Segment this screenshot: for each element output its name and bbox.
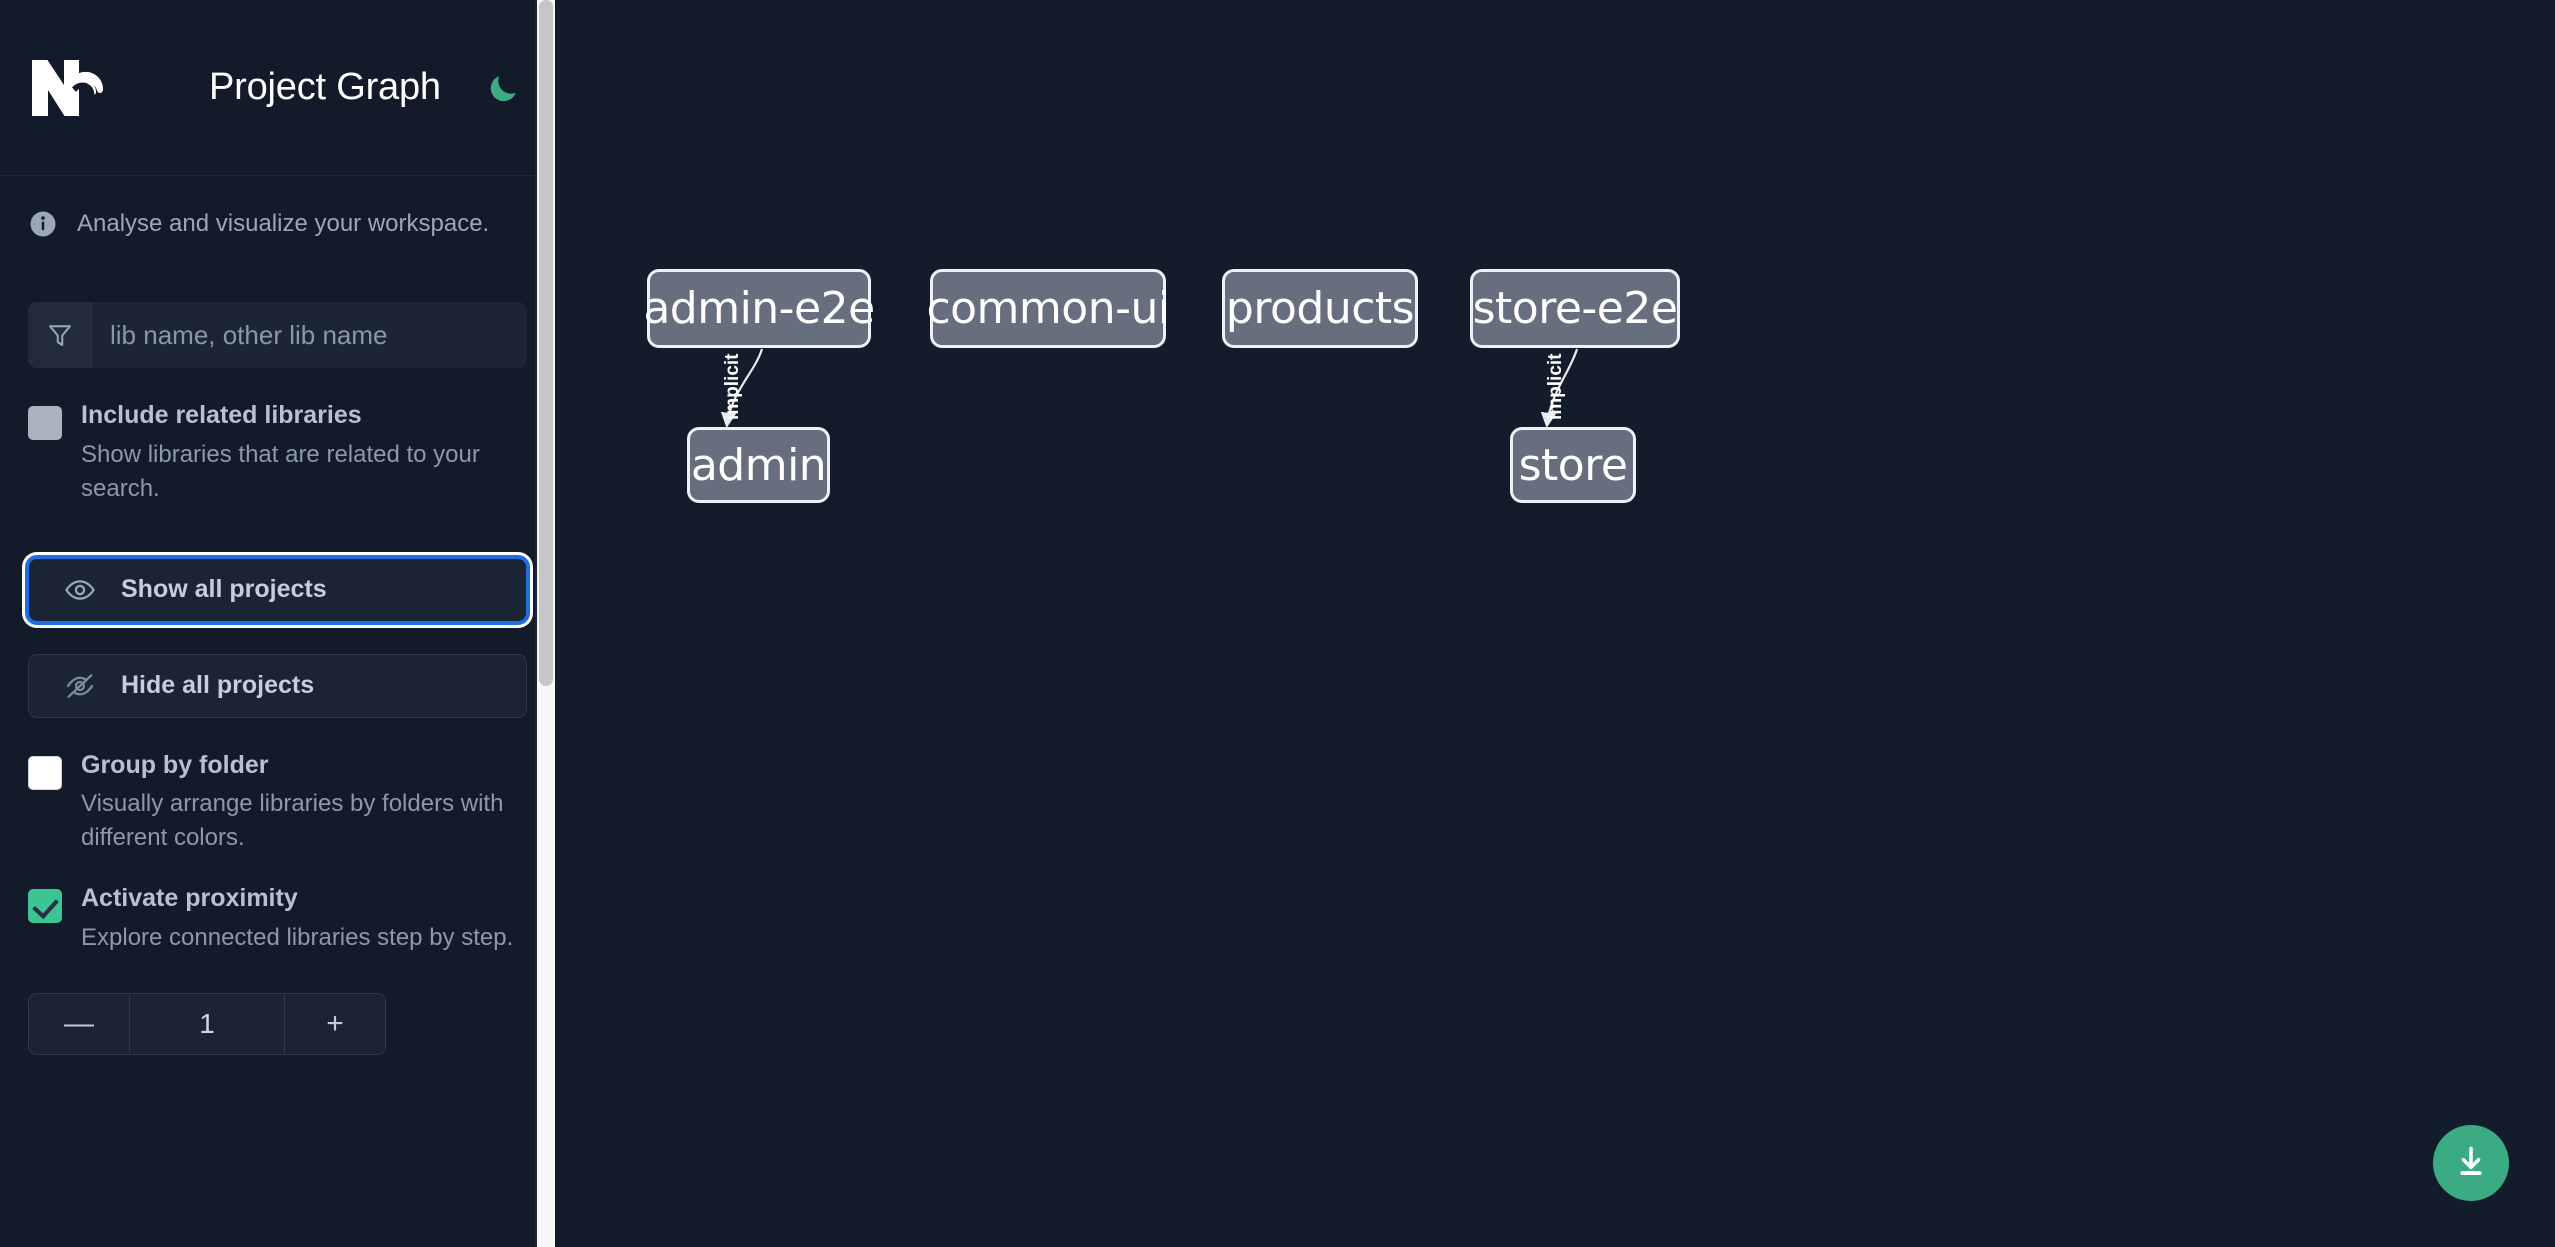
- include-related-libraries-description: Show libraries that are related to your …: [81, 440, 480, 502]
- show-all-projects-button[interactable]: Show all projects: [28, 557, 527, 622]
- activate-proximity-label: Activate proximity: [81, 884, 298, 913]
- sidebar-scrollbar[interactable]: [537, 0, 555, 1247]
- tagline-text: Analyse and visualize your workspace.: [77, 210, 490, 237]
- eye-off-icon: [63, 669, 97, 703]
- graph-node-admin[interactable]: admin: [687, 427, 830, 503]
- node-label: admin-e2e: [643, 283, 875, 334]
- quantity-stepper[interactable]: — 1 +: [28, 992, 386, 1055]
- graph-canvas[interactable]: admin-e2e common-ui products store-e2e a…: [555, 0, 2555, 1247]
- sidebar-divider: [535, 0, 537, 1247]
- eye-icon: [63, 573, 97, 607]
- hide-all-projects-button[interactable]: Hide all projects: [28, 653, 527, 718]
- nx-logo-icon: [28, 54, 124, 122]
- option-activate-proximity[interactable]: Activate proximity Explore connected lib…: [0, 885, 555, 955]
- node-label: store: [1518, 439, 1628, 491]
- graph-node-store-e2e[interactable]: store-e2e: [1470, 269, 1680, 348]
- activate-proximity-description: Explore connected libraries step by step…: [81, 923, 514, 951]
- info-icon: [28, 209, 58, 239]
- show-all-projects-label: Show all projects: [121, 575, 327, 604]
- project-visibility-buttons: Show all projects Hide all projects: [0, 557, 555, 718]
- stepper-decrement-button[interactable]: —: [29, 993, 130, 1054]
- download-button[interactable]: [2433, 1125, 2509, 1201]
- proximity-stepper-wrap: — 1 +: [0, 992, 555, 1055]
- node-label: products: [1225, 283, 1415, 334]
- sidebar-scrollbar-thumb[interactable]: [539, 0, 553, 686]
- activate-proximity-checkbox[interactable]: [28, 889, 62, 924]
- group-by-folder-checkbox[interactable]: [28, 755, 62, 790]
- search-input[interactable]: [92, 302, 527, 368]
- option-include-related-libraries[interactable]: Include related libraries Show libraries…: [0, 401, 555, 506]
- page-title: Project Graph: [209, 66, 441, 108]
- edge-label-store-implicit: implicit: [1545, 353, 1566, 420]
- sidebar-header: Project Graph: [0, 0, 555, 176]
- graph-node-products[interactable]: products: [1222, 269, 1418, 348]
- include-related-libraries-label: Include related libraries: [81, 401, 362, 429]
- stepper-increment-button[interactable]: +: [284, 993, 385, 1054]
- include-related-libraries-checkbox[interactable]: [28, 406, 62, 440]
- graph-edges: [720, 348, 1579, 429]
- moon-icon[interactable]: [481, 66, 525, 110]
- filter-row: [0, 302, 555, 368]
- tagline-row: Analyse and visualize your workspace.: [0, 176, 555, 272]
- graph-node-store[interactable]: store: [1510, 427, 1636, 503]
- download-icon: [2452, 1143, 2490, 1184]
- filter-funnel-icon[interactable]: [28, 302, 92, 368]
- group-by-folder-label: Group by folder: [81, 750, 269, 779]
- hide-all-projects-label: Hide all projects: [121, 671, 315, 700]
- sidebar: Project Graph Analyse and visualize your…: [0, 0, 555, 1247]
- graph-node-admin-e2e[interactable]: admin-e2e: [643, 269, 875, 348]
- edge-label-admin-implicit: implicit: [722, 353, 743, 420]
- node-label: store-e2e: [1472, 283, 1678, 334]
- node-label: admin: [690, 439, 827, 491]
- node-label: common-ui: [926, 283, 1170, 334]
- stepper-value: 1: [199, 1007, 215, 1039]
- graph-node-common-ui[interactable]: common-ui: [926, 269, 1170, 348]
- filter-box[interactable]: [28, 302, 527, 368]
- group-by-folder-description: Visually arrange libraries by folders wi…: [81, 790, 504, 852]
- option-group-by-folder[interactable]: Group by folder Visually arrange librari…: [0, 750, 555, 856]
